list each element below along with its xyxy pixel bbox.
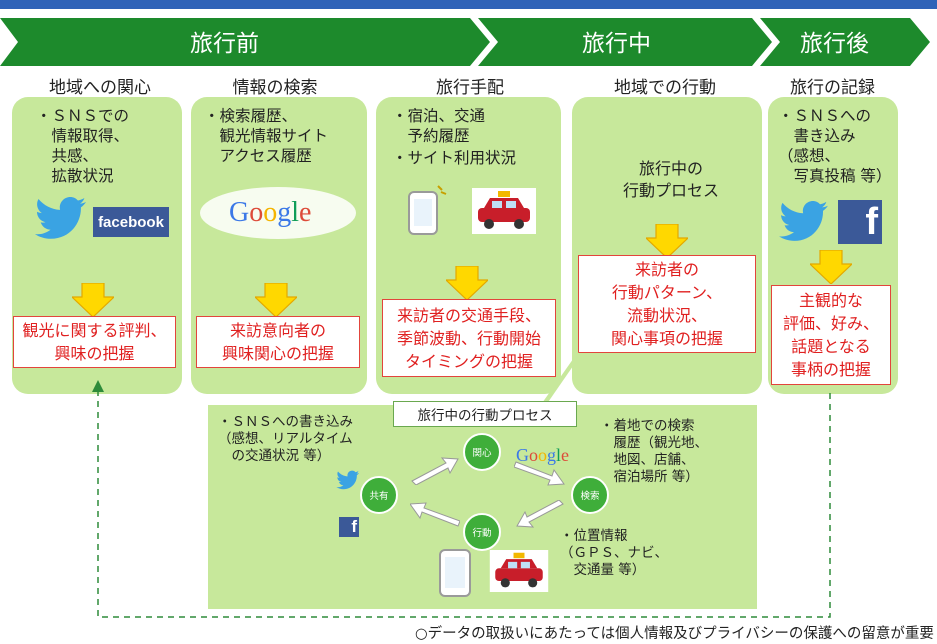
twitter-bird-icon	[779, 200, 828, 241]
down-arrow-icon	[72, 283, 114, 317]
twitter-bird-icon	[336, 470, 360, 490]
result-box-interest: 観光に関する評判、 興味の把握	[13, 316, 176, 368]
column-title-search: 情報の検索	[232, 78, 318, 98]
location-note: ・位置情報 （ＧＰＳ、ナビ、 交通量 等）	[560, 528, 668, 578]
phase-during: 旅行中	[582, 31, 651, 57]
bullet-text: アクセス履歴	[204, 147, 312, 165]
bullet-text: 拡散状況	[36, 167, 114, 185]
column-title-booking: 旅行手配	[436, 78, 504, 98]
node-interest: 関心	[463, 433, 501, 471]
twitter-bird-icon	[34, 197, 86, 239]
process-label: 旅行中の 行動プロセス	[622, 159, 719, 200]
bullet-text: ・ＳＮＳへの	[778, 107, 872, 125]
phase-after: 旅行後	[800, 31, 869, 57]
down-arrow-icon	[446, 266, 488, 300]
down-arrow-icon	[646, 224, 688, 258]
cycle-arrow-icon	[410, 502, 460, 527]
taxi-icon	[472, 188, 536, 234]
cycle-arrow-icon	[516, 500, 564, 528]
bullet-text: 観光情報サイト	[204, 127, 329, 145]
bullet-text: 共感、	[36, 147, 99, 165]
bullet-text: （感想、	[778, 147, 841, 165]
bullet-text: 情報取得、	[36, 127, 130, 145]
node-search: 検索	[571, 476, 609, 514]
bullet-text: 書き込み	[778, 127, 856, 145]
result-box-local-action: 来訪者の 行動パターン、 流動状況、 関心事項の把握	[578, 255, 756, 353]
connector-line	[540, 352, 580, 408]
down-arrow-icon	[255, 283, 297, 317]
bullet-text: ・宿泊、交通	[392, 107, 486, 125]
smartphone-icon	[439, 549, 471, 597]
facebook-f-logo: f	[838, 200, 882, 244]
process-title: 旅行中の行動プロセス	[393, 401, 577, 427]
google-logo: Google	[229, 197, 312, 228]
top-blue-band	[0, 0, 937, 9]
google-logo-small: Google	[516, 445, 570, 465]
footer-note: ○データの取扱いにあたっては個人情報及びプライバシーの保護への留意が重要	[415, 626, 934, 642]
bullet-text: 写真投稿 等）	[778, 167, 892, 185]
smartphone-icon	[408, 185, 447, 235]
column-title-local-action: 地域での行動	[614, 78, 716, 98]
result-box-record: 主観的な 評価、好み、 話題となる 事柄の把握	[771, 285, 891, 385]
result-box-search: 来訪意向者の 興味関心の把握	[196, 316, 360, 368]
down-arrow-icon	[810, 250, 852, 284]
node-share: 共有	[360, 476, 398, 514]
phase-before: 旅行前	[190, 31, 259, 57]
google-glow	[200, 187, 356, 239]
taxi-icon	[489, 550, 549, 592]
sns-note: ・ＳＮＳへの書き込み （感想、リアルタイム の交通状況 等）	[218, 414, 353, 464]
search-note: ・着地での検索 履歴（観光地、 地図、店舗、 宿泊場所 等）	[600, 418, 708, 485]
column-title-interest: 地域への関心	[49, 78, 151, 98]
cycle-arrow-icon	[411, 457, 459, 485]
bullet-text: ・検索履歴、	[204, 107, 298, 125]
bullet-text: ・サイト利用状況	[392, 149, 517, 167]
phase-arrow-bar	[0, 18, 930, 66]
column-title-record: 旅行の記録	[790, 78, 875, 98]
facebook-f-logo-small: f	[339, 517, 359, 537]
bullet-text: ・ＳＮＳでの	[36, 107, 130, 125]
result-box-booking: 来訪者の交通手段、 季節波動、行動開始 タイミングの把握	[382, 299, 556, 377]
facebook-logo: facebook	[93, 207, 169, 237]
bullet-text: 予約履歴	[392, 127, 470, 145]
